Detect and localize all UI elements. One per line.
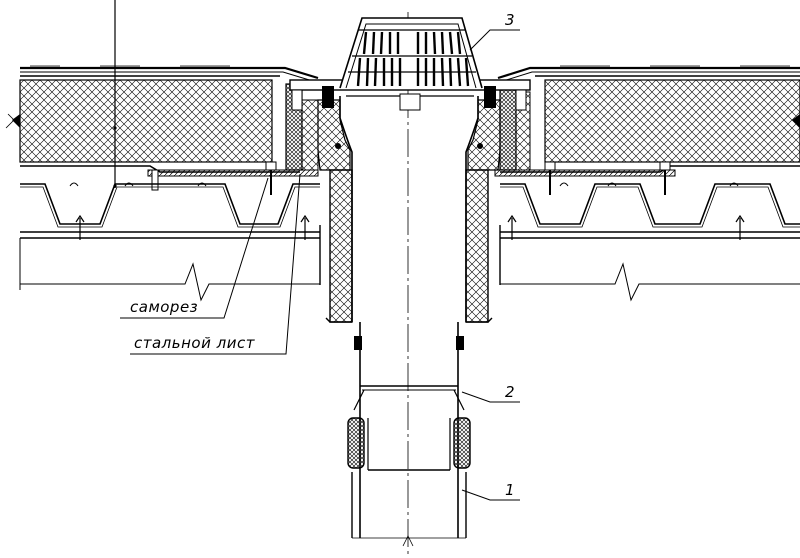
callout-1: 1	[461, 481, 520, 501]
callout-3: 3	[469, 11, 520, 51]
screw-label: саморез	[130, 298, 198, 316]
callout-3-number: 3	[505, 11, 515, 29]
steel-sheet-label: стальной лист	[134, 334, 256, 352]
left-roof-buildup	[5, 65, 321, 302]
callout-2: 2	[461, 383, 520, 403]
callout-1-number: 1	[505, 481, 515, 499]
leaf-guard-dome	[339, 17, 483, 89]
right-roof-buildup	[494, 65, 800, 302]
callout-screw: саморез	[120, 177, 269, 319]
outlet-pipe	[347, 322, 471, 547]
callout-2-number: 2	[505, 383, 515, 401]
callout-steel-sheet: стальной лист	[130, 173, 301, 355]
